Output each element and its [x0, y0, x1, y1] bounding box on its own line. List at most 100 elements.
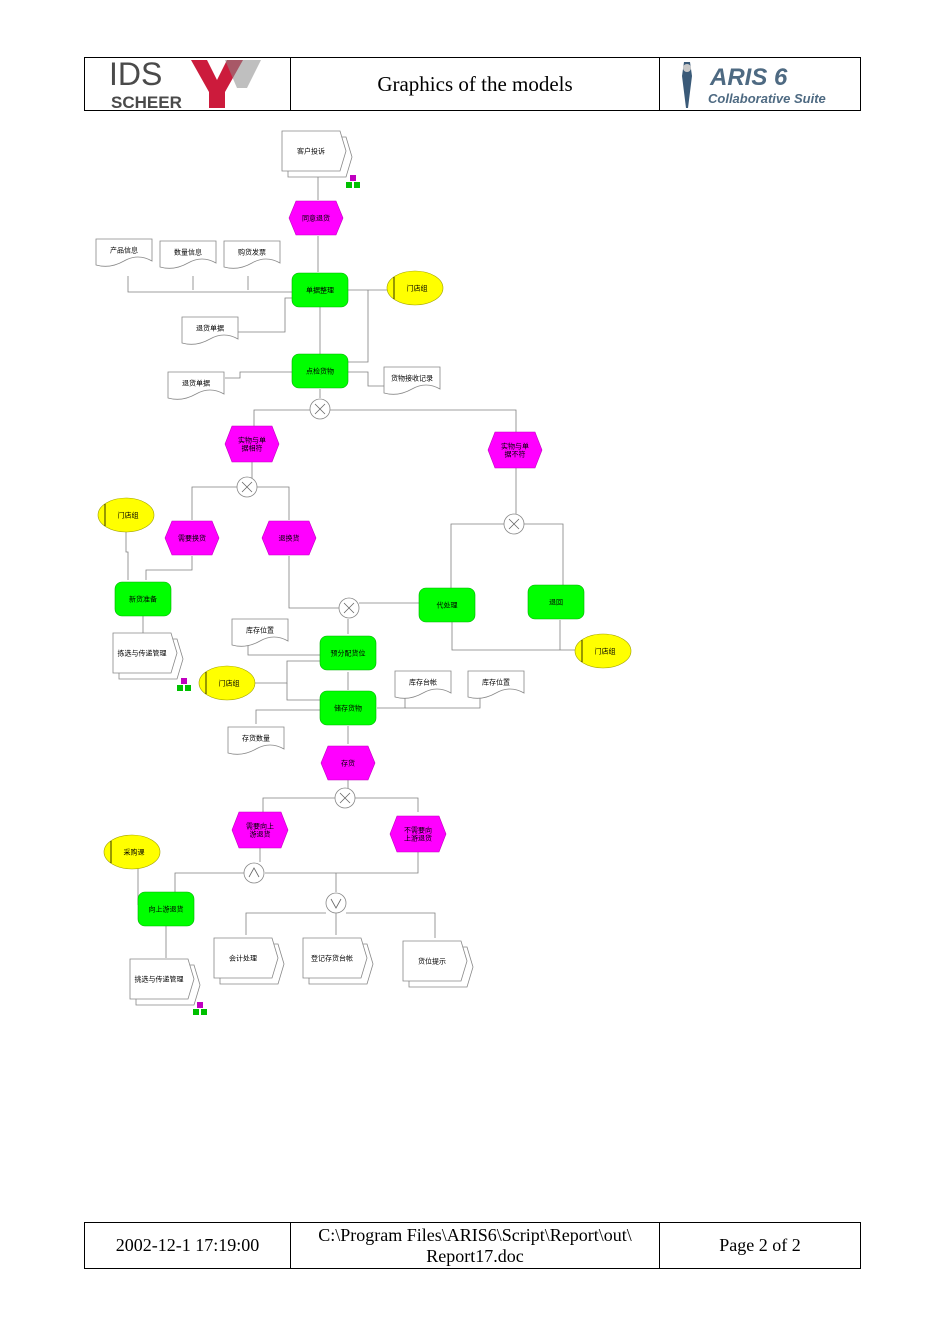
page-header: IDS SCHEER Graphics of the models ARIS 6…	[84, 56, 861, 112]
connection-lines	[125, 172, 577, 958]
assignment-icon	[193, 1002, 207, 1015]
shape-label: 单据整理	[306, 285, 334, 294]
shape-label: 产品信息	[110, 245, 138, 254]
shape-label: 登记存货台帐	[311, 953, 353, 962]
process-interface: 客户投诉	[281, 130, 353, 178]
connection	[524, 523, 564, 585]
document-shape: 退货单据	[181, 316, 239, 345]
document-shape: 库存台帐	[394, 670, 452, 699]
shape-label: 退换货	[279, 533, 300, 542]
shape-label: 实物与单	[501, 441, 529, 450]
org-unit-shape: 门店组	[386, 270, 444, 306]
connection	[247, 642, 322, 656]
assignment-icon	[177, 678, 191, 691]
function-shape: 向上游退货	[137, 891, 195, 927]
footer-file-path: C:\Program Files\ARIS6\Script\Report\out…	[291, 1223, 660, 1268]
connection	[346, 912, 436, 938]
connection	[254, 660, 322, 684]
page-footer: 2002-12-1 17:19:00 C:\Program Files\ARIS…	[84, 1222, 861, 1269]
shape-label: 游退货	[250, 829, 271, 838]
shape-label: 数量信息	[174, 247, 202, 256]
ids-scheer-logo: IDS SCHEER	[85, 56, 291, 112]
org-unit-shape: 门店组	[198, 665, 256, 701]
function-shape: 新货准备	[114, 581, 172, 617]
connection	[348, 371, 385, 387]
connection	[174, 872, 244, 893]
shape-label: 门店组	[118, 510, 139, 519]
function-shape: 预分配货位	[319, 635, 377, 671]
process-interface: 会计处理	[213, 937, 285, 985]
connection	[288, 556, 339, 609]
event-shape: 退换货	[261, 520, 317, 556]
shape-label: 库存位置	[482, 677, 510, 686]
document-shape: 退货单据	[167, 371, 225, 400]
rule-connector-xor	[338, 597, 360, 619]
function-shape: 退回	[527, 584, 585, 620]
connection	[262, 797, 335, 812]
connection	[450, 523, 506, 588]
process-interface: 登记存货台帐	[302, 937, 374, 985]
connection	[238, 297, 295, 333]
connection	[286, 683, 322, 701]
shape-label: 门店组	[407, 283, 428, 292]
page-title: Graphics of the models	[291, 58, 660, 110]
rule-connector-or	[325, 892, 347, 914]
connection	[405, 694, 481, 709]
shape-label: 货位提示	[418, 956, 446, 965]
rule-connector-xor	[309, 398, 331, 420]
shape-label: 同意退货	[302, 213, 330, 222]
shape-label: 点检货物	[306, 366, 334, 375]
shape-label: 退货单据	[196, 323, 224, 332]
connection	[347, 290, 369, 363]
document-shape: 购货发票	[223, 240, 281, 269]
event-shape: 存货	[320, 745, 376, 781]
rule-connector-xor	[334, 787, 356, 809]
shape-label: 预分配货位	[331, 648, 366, 657]
aris-logo: ARIS 6 Collaborative Suite	[660, 58, 860, 110]
connection	[253, 409, 310, 427]
shape-label: 据相符	[242, 443, 263, 452]
shape-label: 代处理	[437, 600, 458, 609]
connection	[191, 486, 237, 520]
rule-connector-and	[243, 862, 265, 884]
shape-label: 采购课	[124, 847, 145, 856]
document-shape: 存货数量	[227, 726, 285, 755]
svg-text:ARIS 6: ARIS 6	[709, 64, 788, 91]
svg-text:Collaborative Suite: Collaborative Suite	[708, 91, 826, 106]
connection	[145, 556, 193, 580]
shape-label: 上游退货	[404, 833, 432, 842]
org-unit-shape: 门店组	[97, 497, 155, 533]
shape-label: 库存台帐	[409, 677, 437, 686]
connection	[257, 486, 290, 520]
connection	[125, 532, 129, 580]
shape-label: 实物与单	[238, 435, 266, 444]
document-shape: 产品信息	[95, 238, 153, 267]
shape-label: 新货准备	[129, 594, 157, 603]
shape-label: 退回	[549, 597, 563, 606]
connection	[355, 797, 419, 812]
document-shape: 数量信息	[159, 240, 217, 269]
footer-page-number: Page 2 of 2	[719, 1235, 801, 1255]
footer-datetime: 2002-12-1 17:19:00	[85, 1223, 291, 1268]
connection	[127, 276, 292, 293]
shape-label: 据不符	[505, 449, 526, 458]
shape-label: 需要换货	[178, 533, 206, 542]
shape-label: 客户投诉	[297, 146, 325, 155]
process-interface: 挑选与传递管理	[129, 958, 201, 1006]
shape-label: 门店组	[595, 646, 616, 655]
svg-text:SCHEER: SCHEER	[111, 93, 182, 110]
shape-label: 拣选与传递管理	[118, 648, 167, 657]
shape-label: 货物接收记录	[391, 373, 433, 382]
connection	[330, 409, 517, 432]
shape-label: 挑选与传递管理	[135, 974, 184, 983]
shape-label: 库存位置	[246, 625, 274, 634]
assignment-icon	[346, 175, 360, 188]
footer-path-line2: Report17.doc	[426, 1245, 524, 1266]
document-shape: 货物接收记录	[383, 366, 441, 395]
connection	[265, 852, 419, 874]
